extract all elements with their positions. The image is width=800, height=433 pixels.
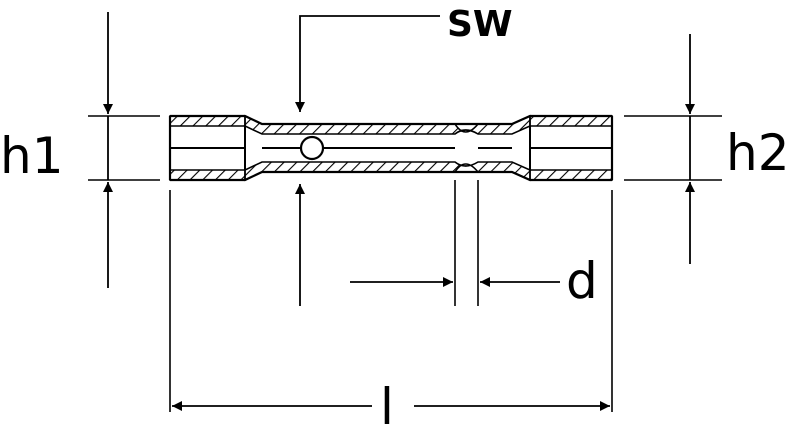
l-label: l bbox=[380, 378, 394, 433]
tube-wall-hatching bbox=[169, 114, 613, 182]
h1-label: h1 bbox=[0, 127, 64, 185]
sw-label: SW bbox=[447, 4, 513, 45]
tube-bore bbox=[170, 126, 612, 170]
extension-lines bbox=[88, 115, 722, 412]
h2-label: h2 bbox=[726, 124, 790, 182]
sw-leader bbox=[295, 15, 440, 306]
tommy-bar-hole bbox=[299, 135, 325, 161]
d-label: d bbox=[566, 252, 598, 310]
